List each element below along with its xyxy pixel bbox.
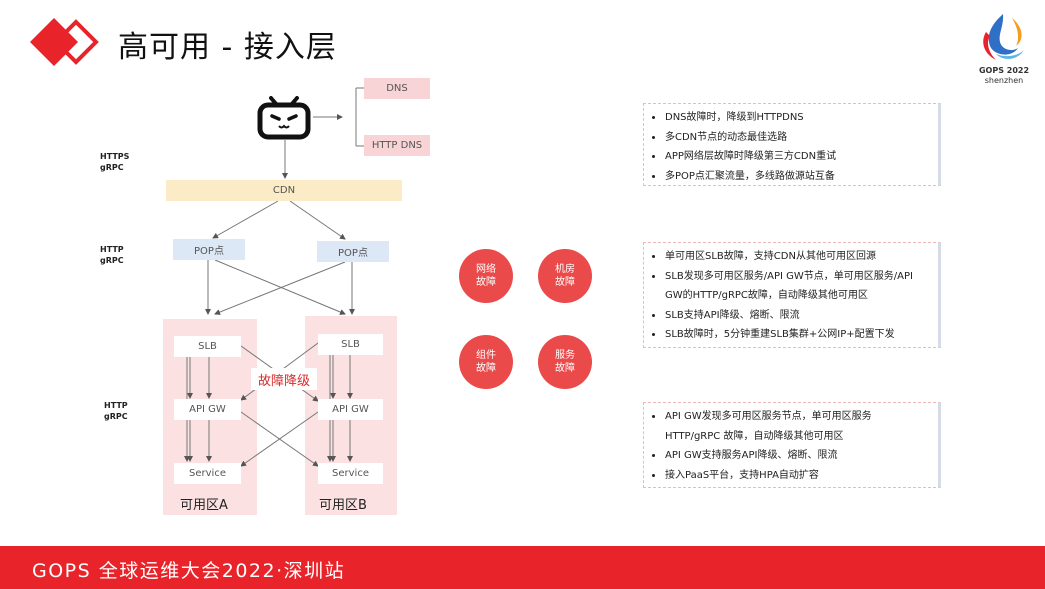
bullet-icon (652, 135, 655, 139)
protocol-label-1-line2: gRPC (100, 163, 124, 172)
cdn-box: CDN (166, 180, 402, 201)
protocol-label-3-line1: HTTP (104, 401, 128, 410)
service-fault-circle: 服务 故障 (538, 335, 592, 389)
list-item: DNS故障时，降级到HTTPDNS (652, 108, 932, 128)
list-item-text: API GW支持服务API降级、熔断、限流 (665, 450, 838, 461)
protocol-label-1: HTTPS gRPC (100, 151, 129, 173)
zone-a-label: 可用区A (180, 498, 228, 513)
zone-b-label: 可用区B (319, 498, 367, 513)
list-item-text: APP网络层故障时降级第三方CDN重试 (665, 151, 837, 162)
slb-notes-panel: 单可用区SLB故障，支持CDN从其他可用区回源 SLB发现多可用区服务/API … (643, 242, 941, 348)
list-item: 接入PaaS平台，支持HPA自动扩容 (652, 466, 932, 486)
pop-right-box: POP点 (317, 241, 389, 262)
list-item-text: 多CDN节点的动态最佳选路 (665, 131, 788, 143)
list-item-text: GW的HTTP/gRPC故障，自动降级其他可用区 (665, 290, 868, 301)
dns-box: DNS (364, 78, 430, 99)
footer-bar (0, 546, 1045, 589)
gops-flame-logo (972, 10, 1034, 90)
http-dns-box: HTTP DNS (364, 135, 430, 156)
component-fault-line1: 组件 (476, 350, 496, 361)
bullet-icon (652, 174, 655, 178)
pop-left-box: POP点 (173, 239, 245, 260)
datacenter-fault-line2: 故障 (555, 277, 575, 288)
list-item: SLB发现多可用区服务/API GW节点，单可用区服务/API (652, 267, 932, 287)
list-item-text: 多POP点汇聚流量，多线路做源站互备 (665, 170, 835, 182)
datacenter-fault-circle: 机房 故障 (538, 249, 592, 303)
gops-logo-text: GOPS 2022 shenzhen (966, 66, 1042, 86)
bullet-icon (652, 473, 655, 477)
list-item: SLB支持API降级、熔断、限流 (652, 306, 932, 326)
component-fault-circle: 组件 故障 (459, 335, 513, 389)
list-item-text: SLB故障时，5分钟重建SLB集群+公网IP+配置下发 (665, 329, 895, 340)
fault-degrade-label: 故障降级 (251, 368, 317, 390)
list-item-text: 单可用区SLB故障，支持CDN从其他可用区回源 (665, 251, 876, 262)
list-item-text: DNS故障时，降级到HTTPDNS (665, 112, 804, 123)
list-item: API GW发现多可用区服务节点，单可用区服务 (652, 407, 932, 427)
bullet-icon (652, 155, 655, 158)
list-item-text: 接入PaaS平台，支持HPA自动扩容 (665, 469, 819, 481)
list-item: 多POP点汇聚流量，多线路做源站互备 (652, 167, 932, 187)
apigw-a-box: API GW (174, 399, 241, 420)
bilibili-tv-icon (257, 96, 311, 144)
page-title: 高可用 - 接入层 (118, 30, 337, 65)
component-fault-line2: 故障 (476, 363, 496, 374)
service-b-box: Service (318, 463, 383, 484)
list-item-text: SLB发现多可用区服务/API GW节点，单可用区服务/API (665, 270, 913, 282)
brand-diamond-logo (30, 18, 102, 70)
network-fault-line2: 故障 (476, 277, 496, 288)
network-fault-circle: 网络 故障 (459, 249, 513, 303)
service-fault-line2: 故障 (555, 363, 575, 374)
apigw-notes-panel: API GW发现多可用区服务节点，单可用区服务 HTTP/gRPC 故障，自动降… (643, 402, 941, 488)
slb-a-box: SLB (174, 336, 241, 357)
apigw-b-box: API GW (318, 399, 383, 420)
gops-logo-year: GOPS 2022 (978, 66, 1030, 75)
list-item: SLB故障时，5分钟重建SLB集群+公网IP+配置下发 (652, 325, 932, 345)
network-fault-line1: 网络 (476, 264, 496, 275)
protocol-label-3-line2: gRPC (104, 412, 128, 421)
list-item-text: API GW发现多可用区服务节点，单可用区服务 (665, 411, 872, 422)
list-item: API GW支持服务API降级、熔断、限流 (652, 446, 932, 466)
slb-b-box: SLB (318, 334, 383, 355)
service-fault-line1: 服务 (555, 350, 575, 361)
list-item-continuation: GW的HTTP/gRPC故障，自动降级其他可用区 (652, 286, 932, 306)
list-item-text: HTTP/gRPC 故障，自动降级其他可用区 (665, 430, 844, 442)
bullet-icon (652, 255, 655, 258)
protocol-label-2: HTTP gRPC (100, 244, 124, 266)
bullet-icon (652, 116, 655, 119)
gops-logo-city: shenzhen (984, 76, 1024, 85)
bullet-icon (652, 333, 655, 336)
protocol-label-3: HTTP gRPC (104, 400, 128, 422)
datacenter-fault-line1: 机房 (555, 264, 575, 275)
protocol-label-1-line1: HTTPS (100, 152, 130, 161)
bullet-icon (652, 454, 655, 457)
bullet-icon (652, 274, 655, 278)
cdn-notes-panel: DNS故障时，降级到HTTPDNS 多CDN节点的动态最佳选路 APP网络层故障… (643, 103, 941, 186)
bullet-icon (652, 415, 655, 418)
protocol-label-2-line1: HTTP (100, 245, 124, 254)
list-item-text: SLB支持API降级、熔断、限流 (665, 309, 800, 321)
list-item-continuation: HTTP/gRPC 故障，自动降级其他可用区 (652, 427, 932, 447)
footer-title: GOPS 全球运维大会2022·深圳站 (32, 560, 346, 582)
service-a-box: Service (174, 463, 241, 484)
list-item: 单可用区SLB故障，支持CDN从其他可用区回源 (652, 247, 932, 267)
list-item: 多CDN节点的动态最佳选路 (652, 128, 932, 148)
protocol-label-2-line2: gRPC (100, 256, 124, 265)
bullet-icon (652, 313, 655, 317)
list-item: APP网络层故障时降级第三方CDN重试 (652, 147, 932, 167)
